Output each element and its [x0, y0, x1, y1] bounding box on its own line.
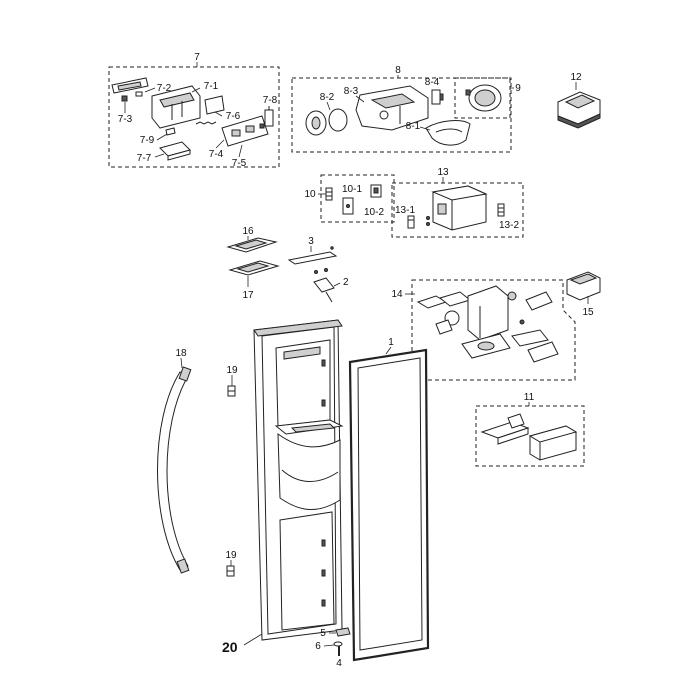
callout-1: 1: [388, 337, 394, 348]
part-3-lever-plate: 3: [287, 236, 338, 265]
callout-7-8: 7-8: [263, 95, 278, 106]
callout-14: 14: [391, 289, 403, 300]
part-10-2-switch: [370, 184, 382, 198]
callout-6: 6: [315, 641, 321, 652]
part-12-dispenser-cover: 12: [557, 72, 601, 129]
callout-8: 8: [395, 65, 401, 76]
group-10-frame: [320, 174, 395, 223]
group-14-frame: [411, 279, 576, 381]
callout-7-3: 7-3: [118, 114, 133, 125]
callout-19-upper: 19: [226, 365, 238, 376]
part-7-5-control-board: [221, 115, 269, 147]
part-5-hinge-cover: 5: [320, 627, 351, 639]
callout-7-6: 7-6: [226, 111, 241, 122]
part-6-washer: 6: [315, 641, 343, 652]
callout-13-1: 13-1: [395, 205, 415, 216]
callout-7-9: 7-9: [140, 135, 155, 146]
callout-8-1: 8-1: [406, 121, 421, 132]
group-8-assembly: 8 8-2 8-3 8-4 8-1: [291, 65, 521, 153]
part-4-hinge-pin: 4: [336, 646, 342, 669]
part-7-1-pcb-housing: [151, 85, 201, 129]
group-11-assembly: 11: [475, 392, 585, 467]
part-9-auger-motor: [465, 84, 502, 112]
callout-5: 5: [320, 628, 326, 639]
group-14-assembly: 14: [391, 279, 576, 381]
part-19-handle-cap-upper: 19: [226, 365, 238, 397]
part-15-ice-maker-switch: 15: [566, 271, 601, 318]
group-7-assembly: 7 7-2 7-3 7-1 7-6: [108, 52, 280, 169]
part-8-3-ice-route-housing: [355, 85, 429, 131]
part-2-lever-arm: 2: [313, 268, 349, 303]
group-13-assembly: 13 13-1 13-2: [391, 167, 524, 238]
part-13-2-fitting: [497, 203, 505, 217]
part-18-door-handle: 18: [157, 348, 192, 574]
callout-13: 13: [437, 167, 449, 178]
callout-12: 12: [570, 72, 582, 83]
part-7-2-panel-cover: [111, 77, 149, 94]
callout-10: 10: [304, 189, 316, 200]
callout-3: 3: [308, 236, 314, 247]
callout-7: 7: [194, 52, 200, 63]
callout-19-lower: 19: [225, 550, 237, 561]
callout-15: 15: [582, 307, 594, 318]
part-8-4-clip: [431, 89, 444, 105]
callout-10-2: 10-2: [364, 207, 384, 218]
part-7-9-spring: [165, 121, 217, 136]
part-8-1-ice-chute: [425, 120, 471, 146]
part-14-dispenser-mechanism: [416, 285, 559, 363]
group-7-frame: [108, 66, 280, 168]
callout-13-2: 13-2: [499, 220, 519, 231]
callout-9: 9: [515, 83, 521, 94]
group-9-frame: [454, 77, 511, 119]
callout-17: 17: [242, 290, 254, 301]
part-1-door-gasket: 1: [348, 337, 430, 662]
part-17-dispenser-tray: 17: [228, 260, 280, 301]
part-10-1-cover-plate: [342, 197, 354, 215]
callout-8-2: 8-2: [320, 92, 335, 103]
part-19-handle-cap-lower: 19: [225, 550, 237, 577]
part-8-2-duct-caps: [305, 108, 348, 136]
part-13-water-tank: [431, 185, 488, 231]
part-7-7-bracket: [159, 141, 191, 161]
callout-4: 4: [336, 658, 342, 669]
callout-16: 16: [242, 226, 254, 237]
callout-7-7: 7-7: [137, 153, 152, 164]
part-20-freezer-door: 20: [222, 319, 344, 655]
callout-7-2: 7-2: [157, 83, 172, 94]
group-13-frame: [391, 182, 524, 238]
part-16-dispenser-trim: 16: [226, 226, 278, 253]
callout-11: 11: [524, 392, 535, 403]
callout-18: 18: [175, 348, 187, 359]
callout-7-5: 7-5: [232, 158, 247, 169]
callout-8-3: 8-3: [344, 86, 359, 97]
group-8-frame: [291, 77, 512, 153]
callout-7-1: 7-1: [204, 81, 219, 92]
callout-8-4: 8-4: [425, 77, 440, 88]
part-13-1-valve: [407, 215, 430, 229]
group-10-assembly: 10 10-1 10-2: [304, 174, 395, 223]
part-11-door-bin: [480, 413, 578, 461]
part-7-3-button-set: [121, 91, 143, 102]
callout-20: 20: [222, 639, 238, 655]
part-7-8-connector: [264, 106, 274, 127]
part-7-6-label-plate: [204, 95, 225, 115]
part-10-lamp-socket: [325, 187, 333, 201]
callout-2: 2: [343, 277, 349, 288]
callout-10-1: 10-1: [342, 184, 362, 195]
callout-7-4: 7-4: [209, 149, 224, 160]
